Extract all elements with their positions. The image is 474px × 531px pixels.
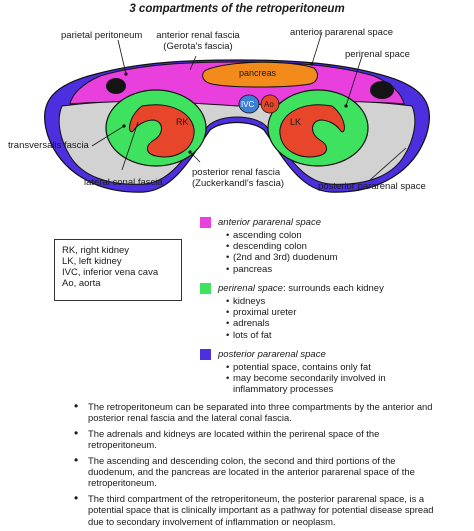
posterior-pararenal-space-label: posterior pararenal space: [318, 181, 426, 192]
left-kidney-label: LK: [290, 117, 302, 127]
list-item: may become secondarily involved in infla…: [226, 373, 396, 395]
perirenal-title: perirenal space: surrounds each kidney: [218, 283, 384, 294]
abbrev-ivc: IVC, inferior vena cava: [62, 267, 159, 278]
posterior-title-text: posterior pararenal space: [218, 349, 326, 360]
aorta-label: Ao: [264, 100, 274, 109]
anterior-title: anterior pararenal space: [218, 217, 321, 228]
list-item: potential space, contains only fat: [226, 362, 396, 373]
perirenal-space-label: perirenal space: [345, 49, 410, 60]
perirenal-title-text: perirenal space: [218, 283, 283, 294]
perirenal-swatch: [200, 283, 211, 294]
abbrev-rk: RK, right kidney: [62, 245, 130, 256]
ivc: [238, 94, 260, 114]
abbrev-ao: Ao, aorta: [62, 278, 101, 289]
abbreviation-legend: RK, right kidney LK, left kidney IVC, in…: [54, 239, 182, 301]
list-item: kidneys: [226, 296, 296, 307]
perirenal-items: kidneys proximal ureter adrenals lots of…: [226, 296, 296, 341]
right-kidney: [129, 104, 195, 158]
bullet-item: The adrenals and kidneys are located wit…: [74, 428, 442, 451]
list-item: lots of fat: [226, 330, 296, 341]
list-item: pancreas: [226, 264, 338, 275]
list-item: (2nd and 3rd) duodenum: [226, 252, 338, 263]
bullet-item: The ascending and descending colon, the …: [74, 455, 442, 489]
list-item: descending colon: [226, 241, 338, 252]
left-kidney: [279, 104, 345, 158]
ascending-colon: [106, 78, 126, 94]
retroperitoneum-diagram: [43, 31, 431, 193]
explanation-bullets: The retroperitoneum can be separated int…: [74, 401, 442, 531]
aorta: [260, 94, 280, 114]
anterior-items: ascending colon descending colon (2nd an…: [226, 230, 338, 275]
anterior-renal-fascia-line2: (Gerota's fascia): [163, 41, 233, 52]
descending-colon: [370, 81, 394, 99]
posterior-renal-fascia-line1: posterior renal fascia: [192, 167, 281, 178]
anterior-renal-fascia-label: anterior renal fascia (Gerota's fascia): [148, 30, 248, 52]
perirenal-title-suffix: : surrounds each kidney: [282, 283, 384, 294]
anterior-title-text: anterior pararenal space: [218, 217, 321, 228]
posterior-items: potential space, contains only fat may b…: [226, 362, 396, 396]
list-item: proximal ureter: [226, 307, 296, 318]
list-item: ascending colon: [226, 230, 338, 241]
posterior-renal-fascia-line2: (Zuckerkandl's fascia): [192, 178, 285, 189]
bullet-item: The retroperitoneum can be separated int…: [74, 401, 442, 424]
anterior-swatch: [200, 217, 211, 228]
page-title: 3 compartments of the retroperitoneum: [129, 3, 345, 15]
abbrev-lk: LK, left kidney: [62, 256, 122, 267]
anterior-renal-fascia-line1: anterior renal fascia: [156, 30, 240, 41]
anterior-pararenal-space-label: anterior pararenal space: [290, 27, 393, 38]
transversalis-fascia-label: transversalis fascia: [8, 140, 89, 151]
list-item: adrenals: [226, 318, 296, 329]
right-kidney-label: RK: [176, 117, 189, 127]
parietal-peritoneum-label: parietal peritoneum: [61, 30, 143, 41]
posterior-renal-fascia-label: posterior renal fascia (Zuckerkandl's fa…: [192, 167, 284, 189]
posterior-swatch: [200, 349, 211, 360]
pancreas-label: pancreas: [239, 68, 277, 78]
ivc-label: IVC: [241, 100, 255, 109]
posterior-title: posterior pararenal space: [218, 349, 326, 360]
lateral-conal-fascia-label: lateral conal fascia: [84, 177, 163, 188]
bullet-item: The third compartment of the retroperito…: [74, 493, 442, 527]
pancreas: [202, 61, 318, 88]
